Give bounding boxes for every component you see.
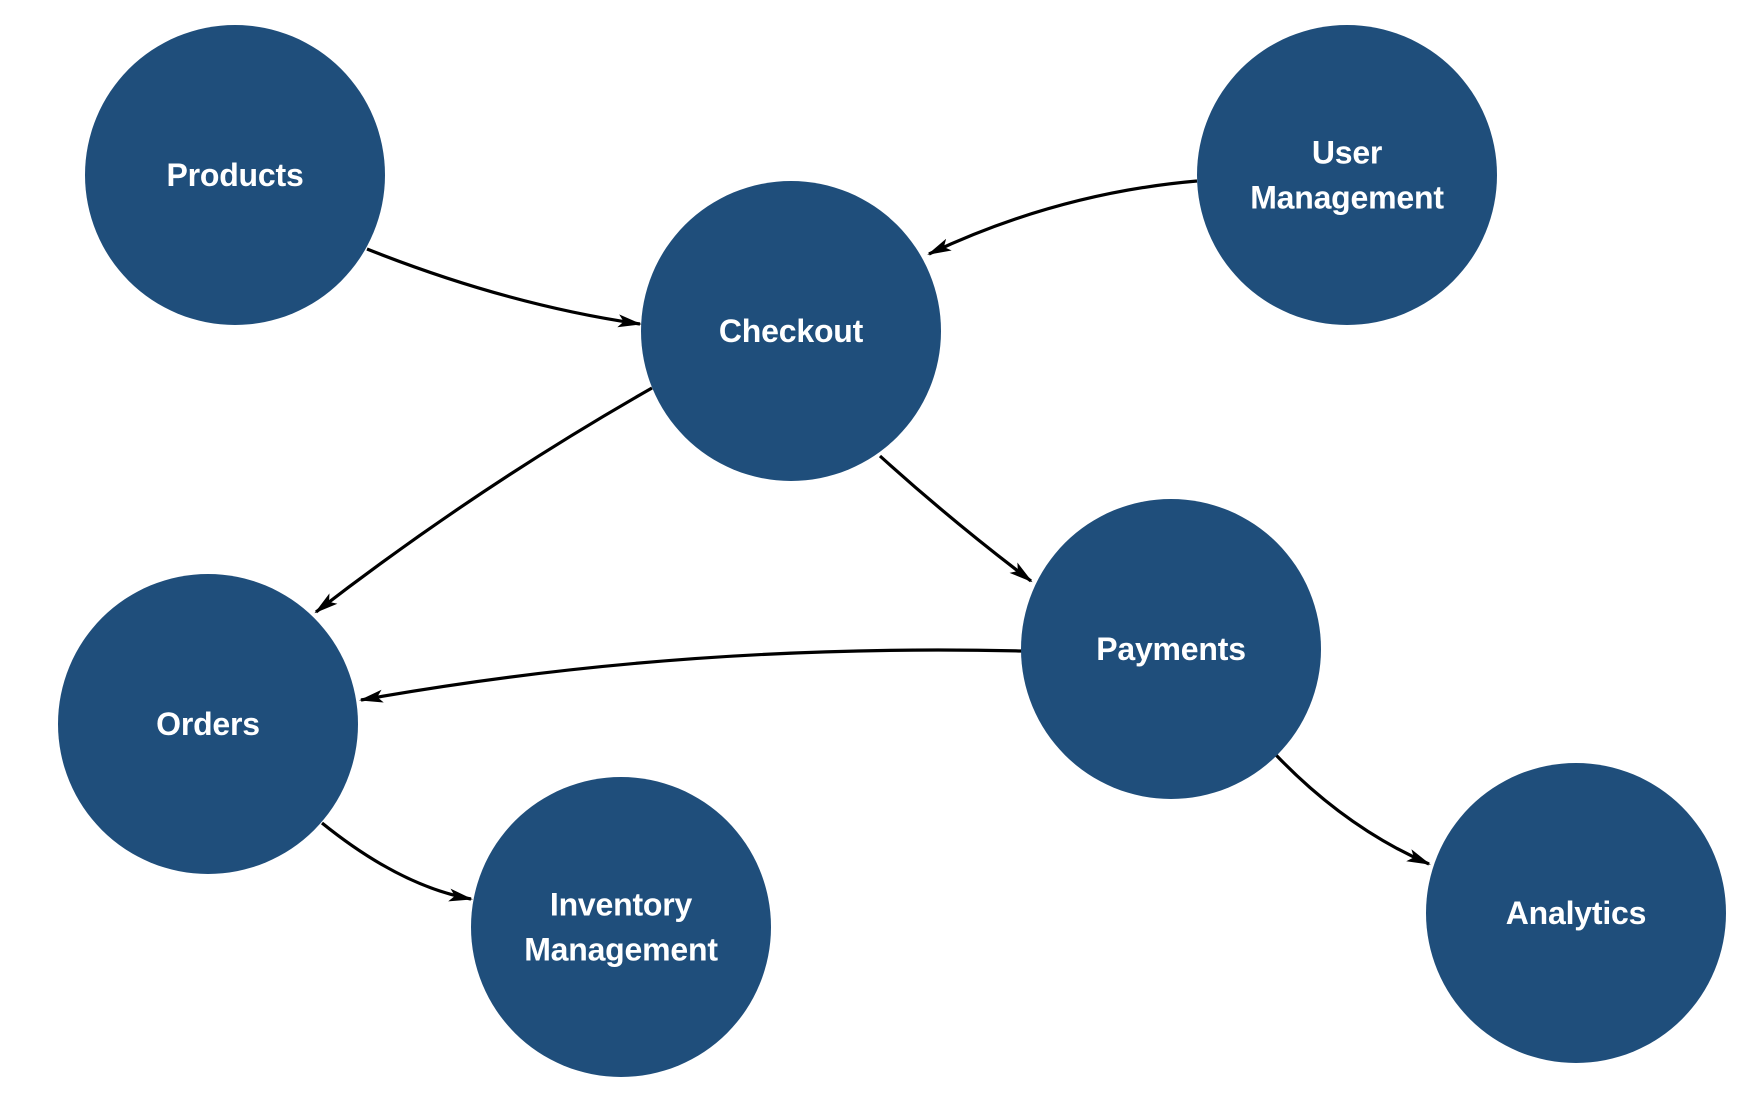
edge-checkout-to-orders: [314, 386, 653, 614]
edge-orders-to-inventory-management: [320, 821, 473, 902]
node-circle-inventory-management: [471, 777, 771, 1077]
node-payments: Payments: [1021, 499, 1321, 799]
node-circle-analytics: [1426, 763, 1726, 1063]
node-label-analytics: Analytics: [1506, 895, 1646, 931]
edge-payments-to-orders: [359, 648, 1023, 703]
edge-user-management-to-checkout: [927, 179, 1198, 256]
node-checkout: Checkout: [641, 181, 941, 481]
edges-layer: [314, 179, 1431, 902]
node-label-products: Products: [166, 157, 303, 193]
node-circle-products: [85, 25, 385, 325]
node-label-checkout: Checkout: [719, 313, 864, 349]
node-orders: Orders: [58, 574, 358, 874]
edge-products-to-checkout: [366, 247, 642, 328]
edge-checkout-to-payments: [878, 454, 1033, 583]
edge-payments-to-analytics: [1274, 753, 1431, 866]
node-circle-user-management: [1197, 25, 1497, 325]
node-label-payments: Payments: [1096, 631, 1246, 667]
node-label-orders: Orders: [156, 706, 260, 742]
node-analytics: Analytics: [1426, 763, 1726, 1063]
node-products: Products: [85, 25, 385, 325]
node-circle-checkout: [641, 181, 941, 481]
node-circle-payments: [1021, 499, 1321, 799]
node-circle-orders: [58, 574, 358, 874]
